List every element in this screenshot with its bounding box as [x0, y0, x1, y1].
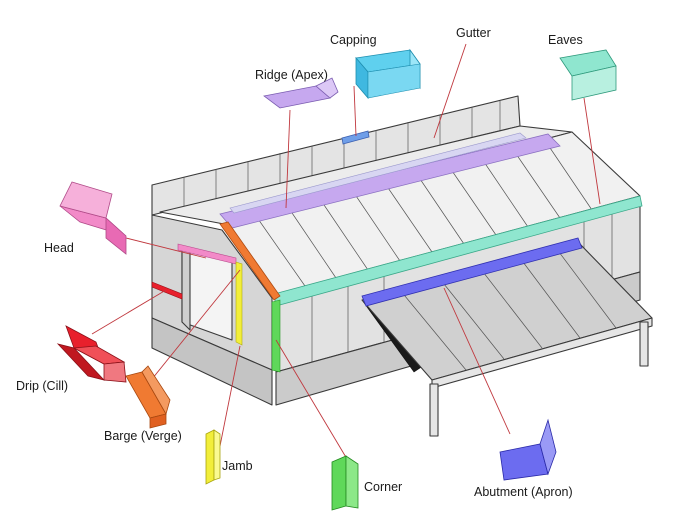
label-drip: Drip (Cill)	[16, 379, 68, 393]
corner-flashing-icon	[331, 455, 359, 511]
label-eaves: Eaves	[548, 33, 583, 47]
label-head: Head	[44, 241, 74, 255]
ridge-leader	[285, 109, 291, 209]
eaves-leader	[583, 97, 601, 205]
barge-flashing-on-roof	[219, 221, 281, 301]
leanto-roof-seams	[399, 247, 617, 371]
corner-flashing-on-wall	[271, 299, 281, 373]
leanto-post-front	[429, 383, 439, 437]
head-flashing-icon	[59, 181, 127, 255]
door-frame	[181, 247, 191, 331]
roof-panel-seams	[255, 138, 593, 287]
barge-flashing-icon	[125, 365, 171, 429]
label-barge: Barge (Verge)	[104, 429, 182, 443]
abutment-flashing-icon	[499, 418, 557, 481]
head-leader	[125, 237, 207, 259]
leanto-post-back	[639, 321, 649, 367]
label-abutment: Abutment (Apron)	[474, 485, 573, 499]
capping-flashing-icon	[355, 48, 421, 100]
leader-lines	[91, 43, 601, 465]
drip-flashing-icon	[56, 325, 127, 383]
label-ridge: Ridge (Apex)	[255, 68, 328, 82]
jamb-flashing-icon	[205, 429, 221, 485]
left-plinth	[151, 317, 273, 406]
ridge-flashing-icon	[263, 77, 339, 109]
abutment-flashing-on-roof	[361, 237, 583, 307]
jamb-leader	[219, 345, 241, 447]
drip-leader	[91, 289, 167, 335]
barge-leader	[147, 269, 241, 385]
jamb-flashing-on-wall	[235, 261, 243, 346]
capping-on-parapet	[341, 130, 370, 145]
gutter-leader	[433, 43, 467, 139]
label-gutter: Gutter	[456, 26, 491, 40]
label-jamb: Jamb	[222, 459, 253, 473]
capping-leader	[353, 85, 357, 137]
eaves-flashing-icon	[559, 49, 617, 101]
corner-leader	[275, 339, 351, 465]
drip-flashing-on-wall	[151, 281, 183, 300]
label-corner: Corner	[364, 480, 402, 494]
label-capping: Capping	[330, 33, 377, 47]
gutter-on-roof	[229, 132, 527, 214]
abutment-leader	[443, 287, 511, 435]
building	[151, 95, 653, 437]
